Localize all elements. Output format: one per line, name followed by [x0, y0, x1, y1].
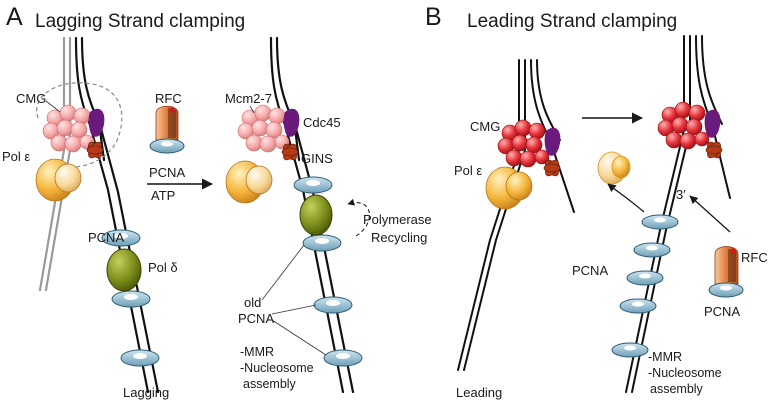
pcna-atp-top-label: PCNA — [149, 165, 185, 180]
nucleosome-label-2: assembly — [243, 377, 297, 391]
right-fork-b-pcna-rings — [611, 214, 679, 358]
cdc45 — [88, 108, 105, 137]
pcna-ring — [619, 298, 657, 314]
mcm-label: Mcm2-7 — [225, 91, 272, 106]
pol-delta-recycled — [299, 194, 333, 236]
rfc-pcna-complex-b — [708, 246, 744, 298]
pcna-ring — [302, 234, 342, 252]
right-fork-b-cmg — [657, 101, 723, 159]
loading-arrow — [689, 195, 731, 233]
mcm-hexamer — [237, 104, 290, 153]
pcna-ring — [313, 296, 353, 314]
pol-epsilon — [35, 158, 82, 202]
released-pol-epsilon — [597, 151, 631, 185]
pcna-ring — [611, 342, 649, 358]
pol-epsilon — [225, 160, 273, 204]
cmg-label: CMG — [16, 91, 46, 106]
gins-label: GINS — [301, 151, 333, 166]
rfc-label: RFC — [155, 91, 182, 106]
panel-a: A Lagging Strand clamping — [2, 3, 432, 400]
nucleosome-label-1: -Nucleosome — [240, 361, 314, 375]
gins — [705, 141, 723, 159]
rfc-pcna-complex — [149, 105, 185, 154]
pcna-ring — [101, 229, 141, 247]
pcna-ring — [323, 349, 363, 367]
left-cmg — [35, 82, 123, 202]
pcna-ring — [293, 176, 333, 194]
nucleosome-label-b-2: assembly — [650, 382, 704, 396]
pol-epsilon — [485, 166, 533, 210]
lagging-label: Lagging — [123, 385, 169, 400]
pcna-ring — [633, 242, 671, 258]
rfc-label-b: RFC — [741, 250, 768, 265]
left-fork-pcna-rings — [101, 229, 160, 367]
panel-a-title: Lagging Strand clamping — [35, 11, 245, 32]
mmr-label-b: -MMR — [648, 350, 682, 364]
pcna-ring — [626, 270, 664, 286]
recycling-arrow — [347, 198, 370, 237]
gins — [86, 141, 104, 159]
cmg-outline — [36, 82, 123, 168]
old-pcna-label-2: PCNA — [238, 311, 274, 326]
pol-delta-label: Pol δ — [148, 260, 178, 275]
cdc45 — [544, 127, 561, 156]
cdc45-label: Cdc45 — [303, 115, 341, 130]
pcna-ring — [641, 214, 679, 230]
panel-b-letter: B — [425, 3, 442, 31]
pol-delta — [106, 248, 142, 292]
pcna-atp-bottom-label: ATP — [151, 188, 175, 203]
panel-b-title: Leading Strand clamping — [467, 11, 677, 32]
pcna-label: PCNA — [88, 230, 124, 245]
panel-b: B Leading Strand clamping — [425, 3, 768, 400]
mmr-label: -MMR — [240, 345, 274, 359]
nucleosome-label-b-1: -Nucleosome — [648, 366, 722, 380]
three-prime-label: 3′ — [676, 187, 686, 202]
right-fork-b-dna — [625, 35, 731, 393]
mcm-hexamer — [657, 101, 710, 150]
gins — [281, 143, 299, 161]
cmg-label-b: CMG — [470, 119, 500, 134]
panel-a-letter: A — [6, 3, 23, 31]
mcm-hexamer — [497, 119, 550, 168]
cdc45 — [704, 109, 721, 138]
release-arrow — [607, 183, 645, 213]
mcm-hexamer — [42, 104, 95, 153]
gins — [543, 159, 561, 177]
recycling-label-1: Polymerase — [363, 212, 432, 227]
right-fork-pcna-rings — [293, 176, 363, 367]
cdc45 — [283, 108, 300, 137]
recycling-label-2: Recycling — [371, 230, 427, 245]
left-fork-dna — [38, 36, 160, 394]
old-pcna-leader-lines — [261, 244, 327, 356]
pol-epsilon-label: Pol ε — [2, 149, 30, 164]
pcna-ring — [120, 349, 160, 367]
pol-epsilon-label-b: Pol ε — [454, 163, 482, 178]
pcna-label-b: PCNA — [572, 263, 608, 278]
pcna-rfc-label-b: PCNA — [704, 304, 740, 319]
old-pcna-label-1: old — [244, 295, 261, 310]
leading-label: Leading — [456, 385, 502, 400]
left-fork-b-cmg — [485, 119, 561, 210]
right-cmg — [225, 104, 300, 204]
left-fork-b-dna — [457, 59, 575, 371]
pcna-ring — [111, 290, 151, 308]
